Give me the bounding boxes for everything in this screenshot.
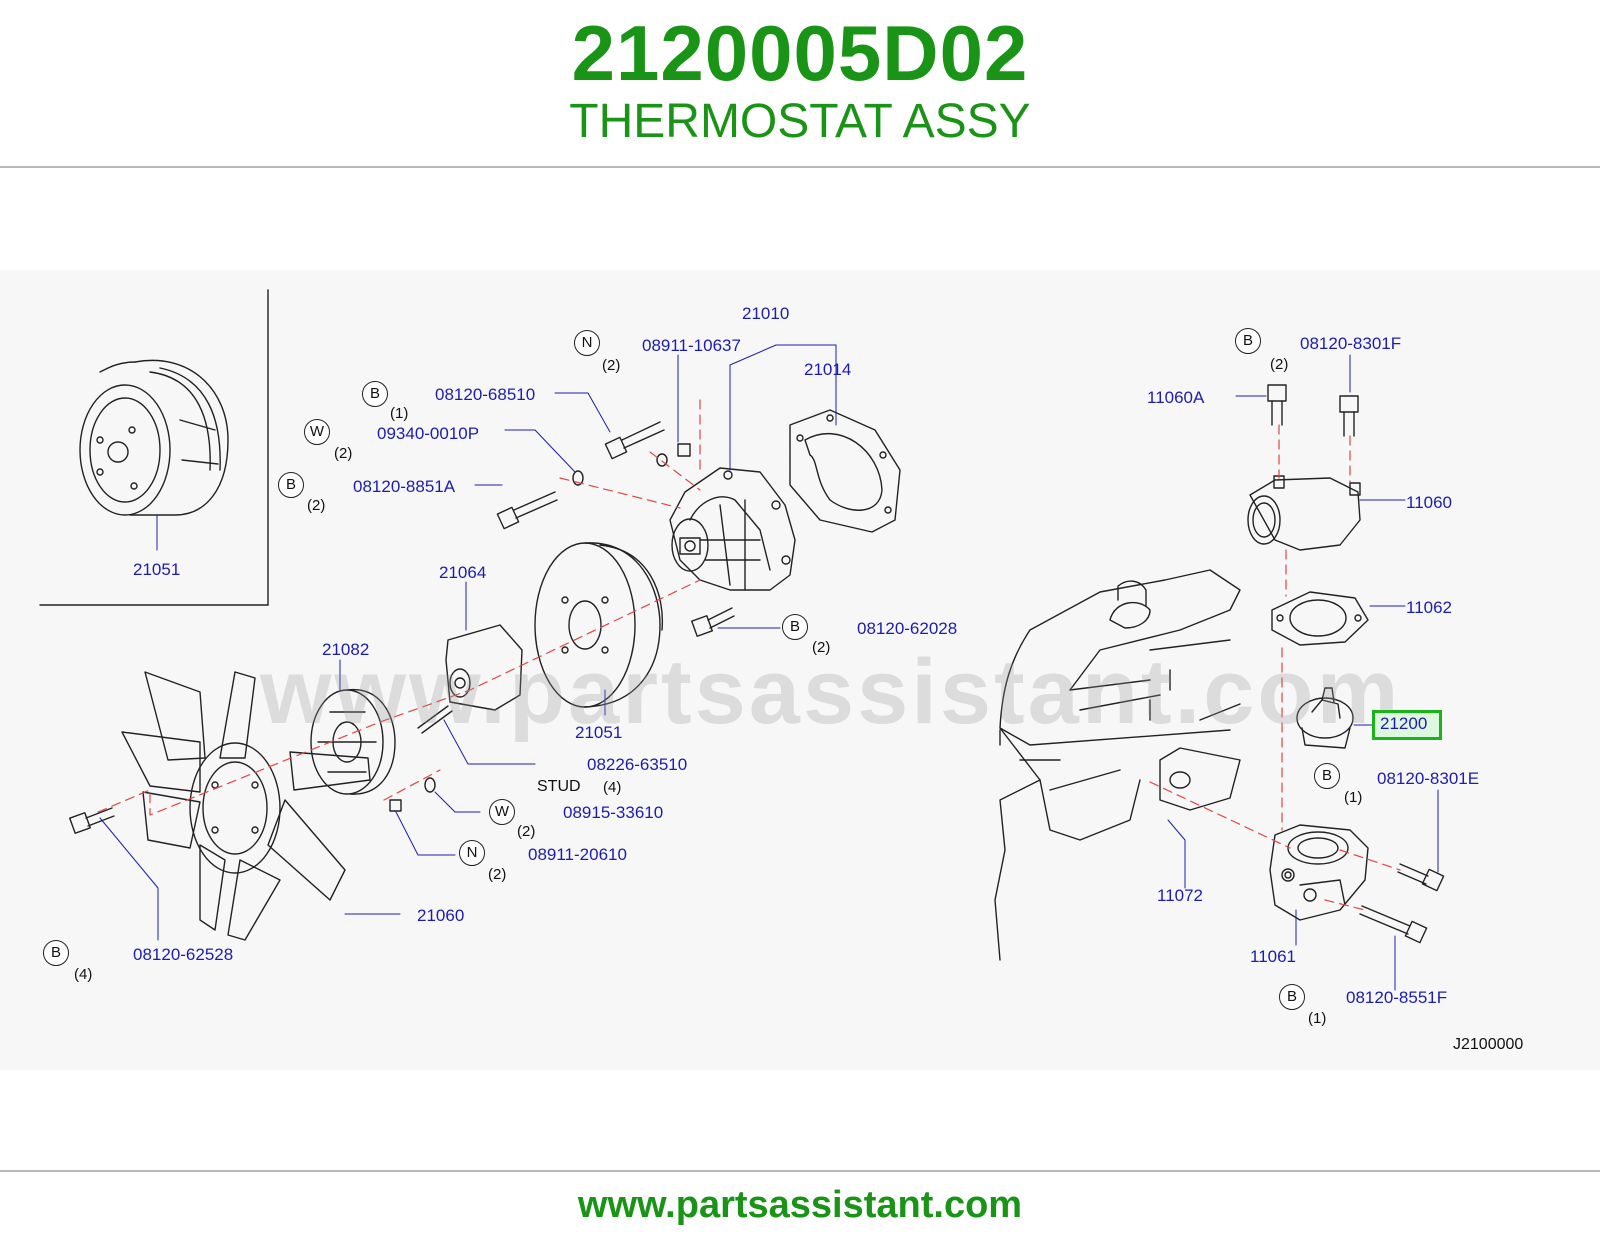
bolt-08120-68510-drawing <box>604 421 665 460</box>
gasket-11062-drawing <box>1271 591 1369 646</box>
stud-label: STUD <box>537 778 581 795</box>
symbol-bolt-badge: B <box>278 472 304 498</box>
footer-site-url[interactable]: www.partsassistant.com <box>577 1184 1023 1226</box>
water-pump-drawing <box>669 467 796 591</box>
callout-21082[interactable]: 21082 <box>322 640 370 659</box>
symbol-bolt-badge: B <box>43 940 69 966</box>
pulley-21051-drawing <box>534 542 664 708</box>
assembly-axis-lines <box>97 399 701 816</box>
bolt-08120-8301E-drawing <box>1397 863 1445 892</box>
parts-diagram: www.partsassistant.com <box>0 270 1600 1070</box>
stud-quantity: (4) <box>603 779 622 796</box>
callout-11072[interactable]: 11072 <box>1157 886 1204 905</box>
callout-21051-inset[interactable]: 21051 <box>133 560 181 579</box>
callout-21051[interactable]: 21051 <box>575 723 623 742</box>
callout-21060[interactable]: 21060 <box>417 906 465 925</box>
nut-washer-08911-10637-drawing <box>656 443 691 467</box>
part-number-title: 2120005D02 <box>571 9 1029 97</box>
callout-08120-8301E[interactable]: 08120-8301E <box>1377 769 1480 788</box>
bolt-11060A-drawing <box>1267 384 1287 426</box>
quantity-label: (2) <box>488 866 507 883</box>
quantity-label: (2) <box>334 445 353 462</box>
symbol-nut-badge: N <box>574 330 600 356</box>
bolt-08120-62528-drawing <box>69 807 115 834</box>
part-name-subtitle: THERMOSTAT ASSY <box>569 95 1031 148</box>
quantity-label: (4) <box>74 966 93 983</box>
callout-21010[interactable]: 21010 <box>742 304 790 323</box>
symbol-bolt-badge: B <box>362 381 388 407</box>
washer-09340-0010P-drawing <box>572 470 584 486</box>
callout-08120-8551F[interactable]: 08120-8551F <box>1346 988 1448 1007</box>
callout-08120-62028[interactable]: 08120-62028 <box>857 619 958 638</box>
page-header: 2120005D02 THERMOSTAT ASSY <box>0 0 1600 168</box>
symbol-bolt-badge: B <box>1235 328 1261 354</box>
bolt-08120-8301F-drawing <box>1339 395 1359 437</box>
spacer-21064-drawing <box>445 624 523 711</box>
quantity-label: (2) <box>1270 356 1289 373</box>
footer-divider <box>0 1170 1600 1172</box>
callout-08120-8301F[interactable]: 08120-8301F <box>1300 334 1402 353</box>
watermark: www.partsassistant.com <box>260 641 1402 743</box>
quantity-label: (1) <box>390 405 409 422</box>
highlight-box-21200 <box>1372 710 1442 740</box>
callout-08120-68510[interactable]: 08120-68510 <box>435 385 536 404</box>
callout-21014[interactable]: 21014 <box>804 360 852 379</box>
callout-11060[interactable]: 11060 <box>1406 493 1453 512</box>
thermostat-housing-11060-drawing <box>1247 475 1361 551</box>
inset-pulley-drawing <box>79 359 229 516</box>
quantity-label: (2) <box>812 639 831 656</box>
symbol-washer-badge: W <box>489 799 515 825</box>
quantity-label: (1) <box>1344 789 1363 806</box>
quantity-label: (2) <box>307 497 326 514</box>
callout-21200-highlighted[interactable]: 21200 <box>1380 714 1428 733</box>
water-outlet-11061-drawing <box>1269 824 1369 921</box>
washer-nut-left-drawing <box>389 777 436 812</box>
callout-08120-62528[interactable]: 08120-62528 <box>133 945 234 964</box>
callout-11060A[interactable]: 11060A <box>1147 388 1205 407</box>
symbol-bolt-badge: B <box>1314 763 1340 789</box>
callout-08915-33610[interactable]: 08915-33610 <box>563 803 664 822</box>
quantity-label: (2) <box>517 823 536 840</box>
fan-clutch-drawing <box>310 689 396 795</box>
callout-08911-20610[interactable]: 08911-20610 <box>528 845 627 864</box>
stud-drawing <box>417 705 453 734</box>
quantity-label: (2) <box>602 357 621 374</box>
callout-11062[interactable]: 11062 <box>1406 598 1453 617</box>
gasket-21014-drawing <box>789 409 901 533</box>
callout-08120-8851A[interactable]: 08120-8851A <box>353 477 456 496</box>
callout-21064[interactable]: 21064 <box>439 563 487 582</box>
quantity-label: (1) <box>1308 1010 1327 1027</box>
inset-frame <box>39 289 269 606</box>
fan-21060-drawing <box>121 671 371 941</box>
parts-drawing <box>39 289 1445 991</box>
bolt-08120-8851A-drawing <box>496 491 558 530</box>
engine-head-drawing <box>994 569 1241 961</box>
drawing-code: J2100000 <box>1453 1036 1524 1053</box>
callout-09340-0010P[interactable]: 09340-0010P <box>377 424 480 443</box>
right-assembly-axis-lines <box>1149 424 1401 911</box>
thermostat-21200-drawing <box>1296 687 1354 749</box>
bolt-08120-62028-drawing <box>691 607 735 637</box>
header-divider <box>0 166 1600 168</box>
bolt-08120-8551F-drawing <box>1359 905 1428 944</box>
symbol-bolt-badge: B <box>782 614 808 640</box>
callout-11061[interactable]: 11061 <box>1250 947 1297 966</box>
symbol-bolt-badge: B <box>1279 984 1305 1010</box>
symbol-washer-badge: W <box>304 419 330 445</box>
callout-08226-63510[interactable]: 08226-63510 <box>587 755 688 774</box>
symbol-nut-badge: N <box>459 840 485 866</box>
callout-08911-10637[interactable]: 08911-10637 <box>642 336 741 355</box>
